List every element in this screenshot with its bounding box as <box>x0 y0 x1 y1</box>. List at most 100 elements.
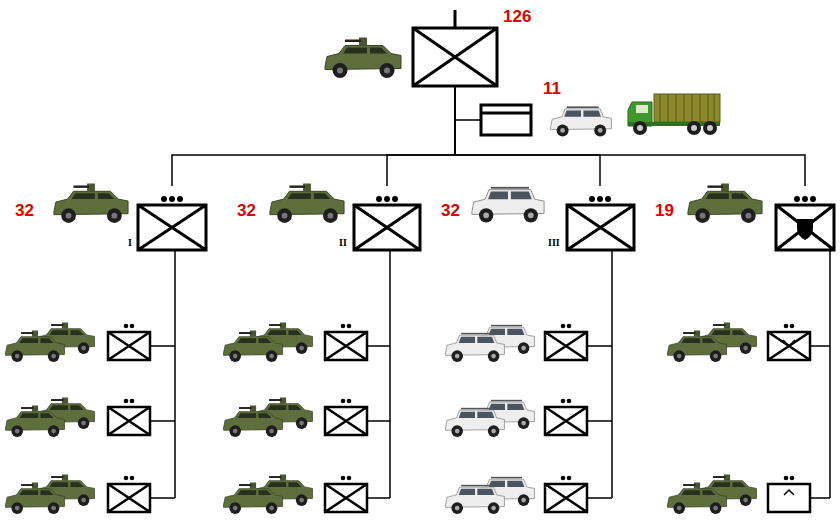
company-node: 32I <box>14 186 208 252</box>
hmv-vehicle <box>224 331 283 362</box>
strength-number: 32 <box>441 202 460 221</box>
company-symbol <box>354 205 420 250</box>
echelon-dot <box>341 399 346 404</box>
strength-number: 126 <box>503 8 531 27</box>
platoon-dots <box>124 324 795 481</box>
hmv-vehicle <box>224 406 283 437</box>
hmv-vehicle <box>325 38 401 79</box>
echelon-dot <box>130 476 135 481</box>
suv-vehicle <box>551 106 612 136</box>
echelon-dot <box>376 196 382 202</box>
echelon-dot <box>567 324 572 329</box>
platoon-line <box>150 250 175 498</box>
echelon-dot <box>561 476 566 481</box>
platoon-symbol <box>545 332 587 360</box>
echelon-dot <box>347 324 352 329</box>
weapons-shield <box>797 219 813 240</box>
platoon-line <box>587 250 612 498</box>
echelon-dot <box>124 399 129 404</box>
battalion-node: 126 <box>413 8 537 86</box>
strength-number: 19 <box>655 202 674 221</box>
platoon-symbol <box>768 484 810 512</box>
suv-vehicle <box>446 485 505 514</box>
echelon-dot <box>802 196 808 202</box>
hierarchy-connector <box>455 86 805 186</box>
echelon-dot <box>597 196 603 202</box>
echelon-dot <box>790 324 795 329</box>
hierarchy-connector <box>172 86 455 186</box>
echelon-dot <box>561 324 566 329</box>
echelon-dots <box>161 196 816 202</box>
echelon-dot <box>790 476 795 481</box>
strength-number: 32 <box>237 202 256 221</box>
echelon-dot <box>784 324 789 329</box>
echelon-dot <box>347 399 352 404</box>
strength-number: 11 <box>543 80 561 99</box>
echelon-dot <box>384 196 390 202</box>
hq-node: 11 <box>481 78 565 138</box>
platoon-line <box>810 250 830 498</box>
company-node: 19 <box>654 186 834 252</box>
echelon-dot <box>124 476 129 481</box>
company-symbol <box>567 205 634 250</box>
command-mark <box>454 10 457 28</box>
platoon-symbols <box>108 332 810 512</box>
platoon-lines <box>150 250 830 498</box>
weapon-mark <box>783 340 795 346</box>
echelon-dot <box>130 324 135 329</box>
echelon-dot <box>567 476 572 481</box>
echelon-dot <box>124 324 129 329</box>
suv-vehicle <box>446 333 505 362</box>
hmv-vehicle <box>6 406 65 437</box>
echelon-dot <box>810 196 816 202</box>
company-numeral: I <box>128 237 132 248</box>
echelon-dot <box>341 476 346 481</box>
hmv-vehicle <box>668 483 727 514</box>
platoon-symbol <box>545 484 587 512</box>
strength-number: 32 <box>15 202 34 221</box>
hq-symbol <box>481 105 531 135</box>
company-node: 32III <box>440 186 636 252</box>
hmv-vehicle <box>668 331 727 362</box>
echelon-dot <box>784 476 789 481</box>
hmv-vehicle <box>224 483 283 514</box>
platoon-symbol <box>325 332 367 360</box>
hierarchy-connector <box>455 86 600 186</box>
echelon-dot <box>561 399 566 404</box>
hmv-vehicle <box>6 331 65 362</box>
suv-vehicle <box>472 187 544 223</box>
company-symbol <box>138 205 206 250</box>
company-numeral: III <box>548 237 560 248</box>
platoon-symbol <box>108 332 150 360</box>
mortar-mark <box>784 490 794 495</box>
echelon-dot <box>341 324 346 329</box>
company-symbol <box>776 205 834 250</box>
hmv-vehicle <box>270 184 344 223</box>
truck-vehicle <box>628 94 720 135</box>
suv-vehicle <box>446 408 505 437</box>
echelon-dot <box>161 196 167 202</box>
company-numeral: II <box>339 237 347 248</box>
platoon-symbol <box>325 484 367 512</box>
platoon-symbol <box>545 407 587 435</box>
echelon-dot <box>794 196 800 202</box>
hmv-vehicle <box>688 184 762 223</box>
platoon-symbol <box>108 407 150 435</box>
platoon-symbol <box>325 407 367 435</box>
echelon-dot <box>589 196 595 202</box>
hmv-vehicle <box>6 483 65 514</box>
company-node: 32II <box>236 186 422 252</box>
platoon-vehicles <box>6 323 757 514</box>
echelon-dot <box>347 476 352 481</box>
hierarchy-connector <box>387 86 455 186</box>
echelon-dot <box>130 399 135 404</box>
hmv-vehicle <box>54 184 128 223</box>
hierarchy-connector <box>455 86 481 120</box>
echelon-dot <box>392 196 398 202</box>
echelon-dot <box>567 399 572 404</box>
platoon-symbol <box>108 484 150 512</box>
echelon-dot <box>169 196 175 202</box>
echelon-dot <box>605 196 611 202</box>
